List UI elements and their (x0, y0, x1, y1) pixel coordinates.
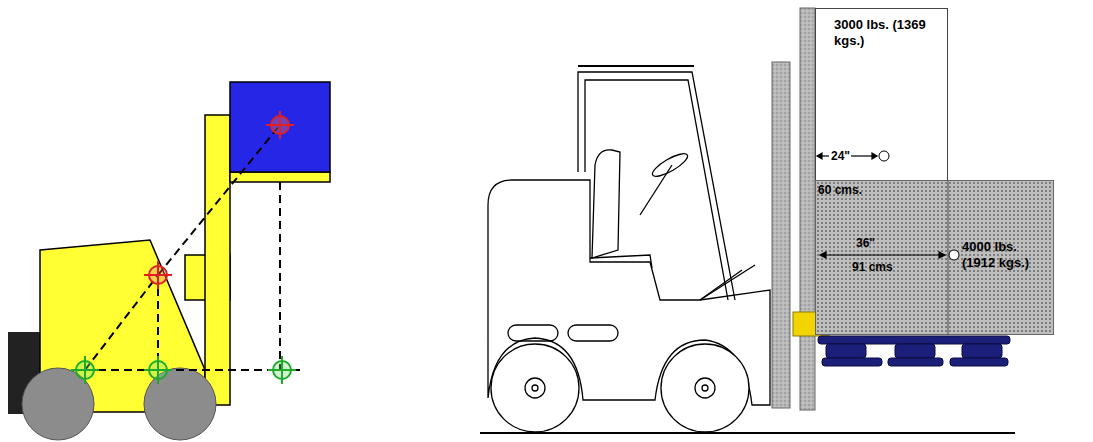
dimension-label: 36" (856, 236, 875, 250)
load-box: 4000 lbs. (1912 kgs.) (815, 180, 1054, 335)
load-box (230, 82, 330, 172)
schematic-forklift (8, 82, 330, 440)
cg-target (144, 111, 294, 289)
outer-mast (800, 8, 815, 410)
seat (592, 150, 620, 258)
dimension-label: 24" (831, 149, 850, 163)
side-slot (568, 325, 618, 341)
dimension-label: 91 cms (852, 260, 893, 274)
mast (205, 115, 230, 405)
steering-wheel (650, 150, 691, 180)
wheel (491, 344, 579, 432)
ground-line (480, 432, 1015, 434)
cg-marker (949, 250, 959, 260)
fork (230, 172, 330, 182)
dashed-lines (85, 125, 300, 370)
overhead-guard (578, 72, 735, 300)
weight-label: 4000 lbs. (1912 kgs.) (962, 239, 1046, 271)
weight-label: 3000 lbs. (1369 kgs.) (834, 17, 926, 49)
side-slot (508, 325, 558, 341)
lever (700, 265, 755, 300)
wheel (661, 344, 749, 432)
pivot-target (71, 356, 296, 384)
box-edge (948, 180, 949, 335)
seat (590, 255, 652, 268)
pallet (818, 336, 1010, 366)
dimension-label: 60 cms. (818, 183, 862, 197)
overhead-guard (585, 80, 728, 300)
dimension-arrows (817, 153, 945, 258)
inner-mast (772, 62, 790, 408)
cg-marker (879, 151, 889, 161)
